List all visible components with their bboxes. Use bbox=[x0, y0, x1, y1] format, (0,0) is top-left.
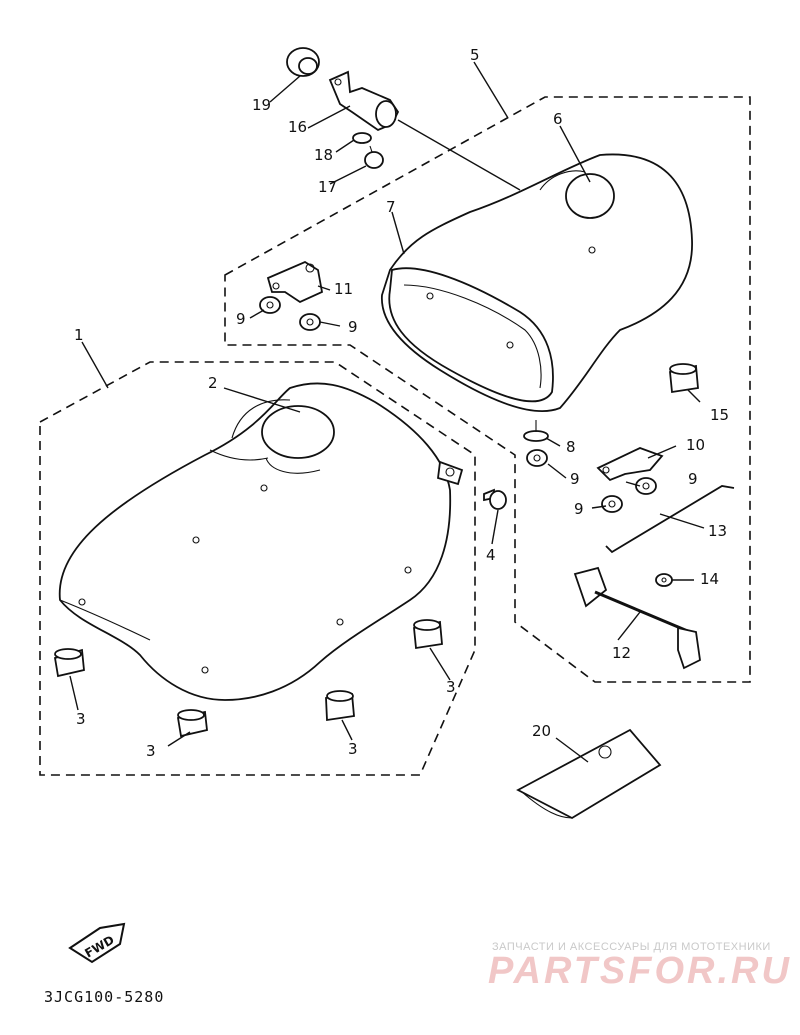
callout-1: 1 bbox=[74, 326, 84, 344]
callout-3c: 3 bbox=[348, 740, 358, 758]
callout-12: 12 bbox=[612, 644, 631, 662]
callout-5: 5 bbox=[470, 46, 480, 64]
callout-15: 15 bbox=[710, 406, 729, 424]
callout-13: 13 bbox=[708, 522, 727, 540]
callout-9a: 9 bbox=[236, 310, 246, 328]
screw-17 bbox=[364, 145, 384, 169]
washer-14 bbox=[655, 573, 673, 587]
rear-seat-group-outline bbox=[224, 96, 751, 683]
leader-lines bbox=[69, 61, 705, 763]
bracket-10 bbox=[596, 447, 664, 482]
watermark-brand: PARTSFOR.RU bbox=[488, 950, 792, 992]
callout-16: 16 bbox=[288, 118, 307, 136]
damper-3a bbox=[53, 648, 85, 678]
bracket-11 bbox=[266, 260, 324, 304]
drawing-code: 3JCG100-5280 bbox=[44, 988, 165, 1006]
damper-3c bbox=[325, 690, 355, 722]
callout-8: 8 bbox=[566, 438, 576, 456]
callout-19: 19 bbox=[252, 96, 271, 114]
damper-3d bbox=[413, 619, 443, 650]
callout-labels: 1 2 3 3 3 3 4 5 6 7 8 9 9 9 9 9 10 11 12… bbox=[74, 46, 729, 760]
damper-3b bbox=[176, 709, 208, 738]
nut-9e bbox=[601, 495, 623, 513]
washer-8 bbox=[523, 420, 549, 442]
bolt-4 bbox=[483, 488, 507, 510]
callout-3d: 3 bbox=[446, 678, 456, 696]
pouch-20 bbox=[516, 728, 662, 820]
seat-group-outline bbox=[39, 361, 476, 776]
callout-9e: 9 bbox=[574, 500, 584, 518]
cap-19 bbox=[286, 47, 320, 77]
washer-18 bbox=[352, 132, 372, 144]
callout-6: 6 bbox=[553, 110, 563, 128]
callout-11: 11 bbox=[334, 280, 353, 298]
callout-9b: 9 bbox=[348, 318, 358, 336]
rod-13 bbox=[605, 485, 735, 554]
callout-17: 17 bbox=[318, 178, 337, 196]
callout-9c: 9 bbox=[570, 470, 580, 488]
nut-9b bbox=[299, 313, 321, 331]
main-seat bbox=[58, 382, 464, 701]
callout-3b: 3 bbox=[146, 742, 156, 760]
callout-14: 14 bbox=[700, 570, 719, 588]
callout-7: 7 bbox=[386, 198, 396, 216]
nut-9a bbox=[259, 296, 281, 314]
nut-9c bbox=[526, 449, 548, 467]
callout-10: 10 bbox=[686, 436, 705, 454]
fwd-arrow-icon: FWD bbox=[68, 922, 126, 964]
callout-9d: 9 bbox=[688, 470, 698, 488]
callout-4: 4 bbox=[486, 546, 496, 564]
callout-20: 20 bbox=[532, 722, 551, 740]
damper-15 bbox=[669, 363, 699, 394]
rear-seat bbox=[381, 153, 693, 412]
lock-12 bbox=[573, 566, 701, 670]
watermark-tagline: ЗАПЧАСТИ И АКСЕССУАРЫ ДЛЯ МОТОТЕХНИКИ bbox=[492, 941, 771, 953]
callout-3a: 3 bbox=[76, 710, 86, 728]
callout-2: 2 bbox=[208, 374, 218, 392]
cylinder-16 bbox=[328, 70, 400, 132]
callout-18: 18 bbox=[314, 146, 333, 164]
nut-9d bbox=[635, 477, 657, 495]
